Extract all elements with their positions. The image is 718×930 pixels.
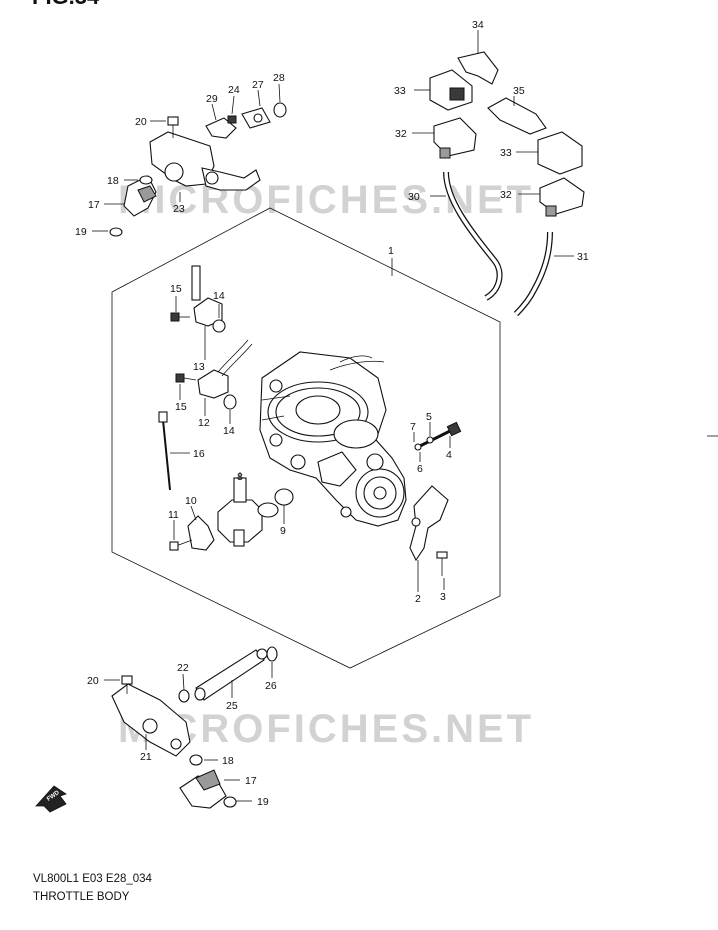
callout-35: 35 xyxy=(513,85,525,97)
callout-17-top: 17 xyxy=(88,199,100,211)
o-ring xyxy=(274,488,294,506)
o-ring-19-bottom xyxy=(223,796,237,808)
bracket-35 xyxy=(487,97,547,135)
callout-19-bottom: 19 xyxy=(257,796,269,808)
callout-32-right: 32 xyxy=(500,189,512,201)
fitting-27 xyxy=(241,107,271,129)
delivery-pipe-bottom xyxy=(111,683,191,757)
injector-bottom xyxy=(179,769,227,809)
bolt-20-top xyxy=(167,116,179,138)
screw-15b xyxy=(175,373,197,383)
screw-24 xyxy=(227,115,237,124)
assembly-outline xyxy=(111,207,501,669)
o-ring-18-top xyxy=(139,175,153,185)
callout-17-bottom: 17 xyxy=(245,775,257,787)
pipe-25 xyxy=(194,648,268,701)
leader-28 xyxy=(278,83,281,103)
callout-20-bottom: 20 xyxy=(87,675,99,687)
sensor-13 xyxy=(191,265,223,327)
o-ring-26 xyxy=(266,646,278,662)
o-ring-14b xyxy=(223,394,237,410)
callout-18-bottom: 18 xyxy=(222,755,234,767)
callout-20-top: 20 xyxy=(135,116,147,128)
screw-15a xyxy=(170,312,190,322)
callout-2: 2 xyxy=(415,593,421,605)
o-ring-28 xyxy=(273,102,287,118)
callout-16: 16 xyxy=(193,448,205,460)
connector-33-right xyxy=(537,131,583,175)
sensor-32-top xyxy=(433,117,477,159)
callout-1: 1 xyxy=(388,245,394,257)
screw xyxy=(436,551,448,576)
throttle-position-sensor xyxy=(217,477,279,547)
leader-29 xyxy=(211,103,217,121)
o-ring-19-top xyxy=(109,227,123,237)
callout-9: 9 xyxy=(280,525,286,537)
leader-27 xyxy=(257,89,261,107)
callout-23: 23 xyxy=(173,203,185,215)
bracket xyxy=(409,485,449,562)
callout-15-bottom: 15 xyxy=(175,401,187,413)
sensor-32-right xyxy=(539,177,585,217)
callout-7: 7 xyxy=(410,421,416,433)
callout-29: 29 xyxy=(206,93,218,105)
sensor-12 xyxy=(197,339,253,399)
callout-31: 31 xyxy=(577,251,589,263)
callout-3: 3 xyxy=(440,591,446,603)
bolt-20-bottom xyxy=(121,675,133,694)
o-ring-14a xyxy=(212,319,226,333)
callout-10: 10 xyxy=(185,495,197,507)
leader-10 xyxy=(190,505,197,521)
injector-top xyxy=(123,175,157,217)
figure-code: VL800L1 E03 E28_034 xyxy=(33,873,153,885)
hose-31 xyxy=(513,231,553,317)
o-ring-22 xyxy=(178,689,190,703)
figure-name: THROTTLE BODY xyxy=(33,891,130,903)
callout-14-top: 14 xyxy=(213,290,225,302)
callout-6: 6 xyxy=(417,463,423,475)
callout-19-top: 19 xyxy=(75,226,87,238)
callout-27: 27 xyxy=(252,79,264,91)
hose-31-inner xyxy=(514,231,552,316)
watermark-top: MICROFICHES.NET xyxy=(118,178,534,222)
callout-13: 13 xyxy=(193,361,205,373)
callout-12: 12 xyxy=(198,417,210,429)
connector-33-top xyxy=(429,69,473,111)
callout-28: 28 xyxy=(273,72,285,84)
callout-25: 25 xyxy=(226,700,238,712)
screw-11 xyxy=(169,539,193,551)
bracket-34 xyxy=(457,51,499,85)
callout-8: 8 xyxy=(237,471,243,483)
callout-30: 30 xyxy=(408,191,420,203)
callout-34: 34 xyxy=(472,19,484,31)
o-ring-18-bottom xyxy=(189,754,203,766)
fwd-arrow-icon: FWD xyxy=(35,785,67,813)
throttle-body xyxy=(259,351,407,527)
figure-number: FIG.34 xyxy=(32,0,100,9)
leader-24 xyxy=(231,95,235,115)
callout-32-left: 32 xyxy=(395,128,407,140)
callout-11: 11 xyxy=(168,509,179,521)
callout-21: 21 xyxy=(140,751,152,763)
callout-26: 26 xyxy=(265,680,277,692)
callout-22: 22 xyxy=(177,662,189,674)
hose-30-inner xyxy=(444,171,502,300)
callout-33-right: 33 xyxy=(500,147,512,159)
callout-15-top: 15 xyxy=(170,283,182,295)
cable-tie xyxy=(158,411,171,491)
leader-22 xyxy=(182,673,185,691)
callout-24: 24 xyxy=(228,84,240,96)
callout-18-top: 18 xyxy=(107,175,119,187)
callout-5: 5 xyxy=(426,411,432,423)
callout-33-left: 33 xyxy=(394,85,406,97)
sensor-bracket xyxy=(187,515,215,551)
delivery-pipe-top xyxy=(149,131,261,191)
adjust-screw xyxy=(414,421,462,451)
callout-14-bottom: 14 xyxy=(223,425,235,437)
callout-4: 4 xyxy=(446,449,452,461)
